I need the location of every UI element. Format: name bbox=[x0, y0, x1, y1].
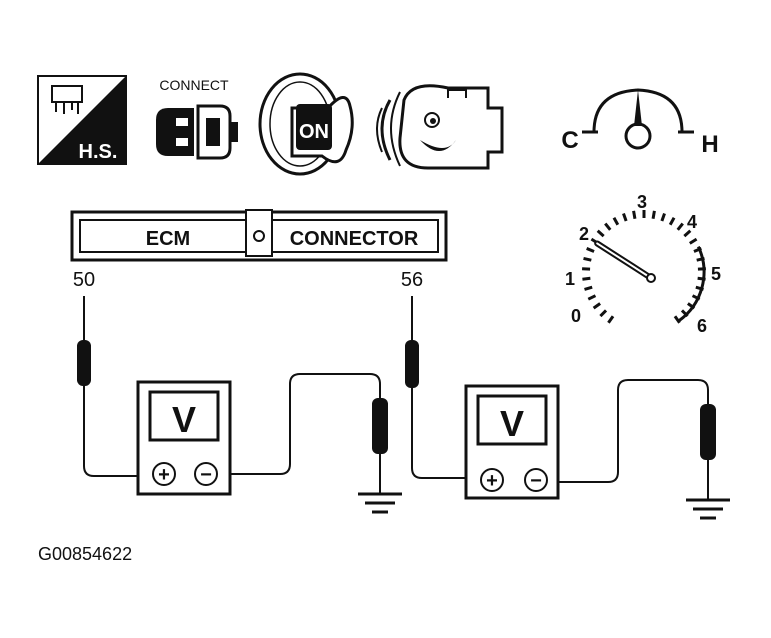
tach-tick bbox=[632, 210, 637, 220]
tach-label-6: 6 bbox=[697, 316, 707, 336]
probe-pin-56-label: 56 bbox=[401, 269, 423, 291]
hot-soak-label: H.S. bbox=[79, 141, 118, 163]
tach-tick bbox=[673, 315, 681, 324]
ignition-on-label: ON bbox=[299, 121, 329, 143]
left-probe-handle bbox=[77, 340, 91, 386]
tach-label-3: 3 bbox=[637, 192, 647, 212]
tach-tick bbox=[612, 217, 620, 226]
ecm-connector: ECM CONNECTOR bbox=[70, 209, 448, 262]
connector-label: CONNECTOR bbox=[290, 228, 419, 250]
tachometer-icon: 0 1 2 3 4 5 6 bbox=[565, 192, 721, 336]
left-minus-label: − bbox=[200, 464, 212, 486]
hot-soak-icon: H.S. bbox=[37, 75, 127, 165]
tach-tick bbox=[668, 217, 676, 226]
tachometer-ticks bbox=[582, 210, 706, 324]
tach-tick bbox=[604, 222, 612, 231]
right-negative-lead bbox=[550, 379, 709, 483]
temp-hot-label: H bbox=[701, 131, 718, 158]
tach-tick bbox=[587, 294, 597, 301]
left-ground-symbol bbox=[358, 492, 402, 514]
tach-tick bbox=[592, 302, 602, 310]
tach-label-5: 5 bbox=[711, 264, 721, 284]
tach-tick bbox=[607, 315, 615, 324]
right-voltmeter-display: V bbox=[500, 403, 524, 444]
temp-cold-label: C bbox=[561, 127, 578, 154]
tach-hub bbox=[646, 273, 656, 283]
tach-tick bbox=[660, 212, 666, 222]
connector-plug-icon: CONNECT bbox=[156, 77, 238, 160]
right-plus-label: + bbox=[486, 470, 498, 492]
engine-running-icon bbox=[376, 84, 504, 170]
right-positive-lead bbox=[411, 388, 480, 479]
right-ground-clip bbox=[700, 404, 716, 460]
tach-tick bbox=[651, 210, 656, 220]
left-ground-clip bbox=[372, 398, 388, 454]
tach-tick bbox=[683, 229, 692, 238]
right-minus-terminal bbox=[524, 468, 548, 492]
left-plus-terminal bbox=[152, 462, 176, 486]
left-voltmeter-display: V bbox=[172, 399, 196, 440]
right-test-circuit: V + − bbox=[405, 296, 730, 520]
tach-tick bbox=[582, 276, 591, 281]
ecm-label: ECM bbox=[146, 228, 190, 250]
tach-tick bbox=[583, 256, 592, 262]
right-ground-symbol bbox=[686, 498, 730, 520]
tach-label-2: 2 bbox=[579, 224, 589, 244]
tach-label-0: 0 bbox=[571, 306, 581, 326]
temperature-gauge-icon: C H bbox=[561, 88, 719, 158]
tach-tick bbox=[586, 247, 595, 253]
tach-redline-arc bbox=[677, 246, 706, 323]
tach-tick bbox=[599, 309, 608, 318]
figure-id: G00854622 bbox=[38, 544, 132, 564]
left-plus-label: + bbox=[158, 464, 170, 486]
tach-tick bbox=[676, 222, 684, 231]
ignition-key-icon: ON bbox=[258, 72, 354, 176]
right-plus-terminal bbox=[480, 468, 504, 492]
left-test-circuit: V + − bbox=[77, 296, 402, 514]
right-probe-handle bbox=[405, 340, 419, 388]
tach-tick bbox=[596, 229, 605, 238]
tach-label-4: 4 bbox=[687, 212, 697, 232]
right-minus-label: − bbox=[530, 470, 542, 492]
tach-tick bbox=[622, 212, 628, 222]
left-negative-lead bbox=[222, 373, 381, 475]
left-minus-terminal bbox=[194, 462, 218, 486]
probe-pin-50-label: 50 bbox=[73, 269, 95, 291]
tach-label-1: 1 bbox=[565, 269, 575, 289]
connect-label: CONNECT bbox=[159, 77, 229, 93]
tach-tick bbox=[688, 237, 698, 245]
left-positive-lead bbox=[83, 386, 144, 477]
right-voltmeter: V + − bbox=[464, 384, 560, 500]
left-voltmeter: V + − bbox=[136, 380, 232, 496]
tach-tick bbox=[584, 285, 593, 291]
